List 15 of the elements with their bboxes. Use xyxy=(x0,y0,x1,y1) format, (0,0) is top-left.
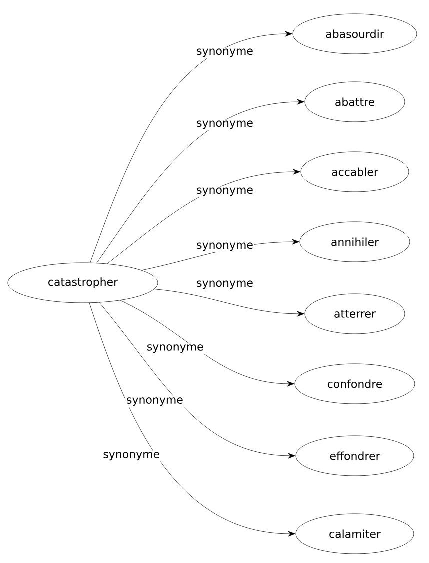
edge-label: synonyme xyxy=(126,396,184,408)
arrow xyxy=(90,31,292,264)
edge-label: synonyme xyxy=(196,186,254,198)
arrow xyxy=(89,302,296,537)
edge-label: synonyme xyxy=(196,48,254,58)
edge-label: synonyme xyxy=(196,280,254,290)
edge-label: synonyme xyxy=(196,242,254,252)
arrow xyxy=(154,289,304,317)
edge-label: synonyme xyxy=(146,344,205,354)
arrow xyxy=(120,300,294,387)
arrow xyxy=(99,302,296,459)
edge-label: synonyme xyxy=(196,120,254,130)
arrow xyxy=(96,99,304,264)
edge-label: synonyme xyxy=(102,451,162,462)
arrow xyxy=(107,169,300,264)
